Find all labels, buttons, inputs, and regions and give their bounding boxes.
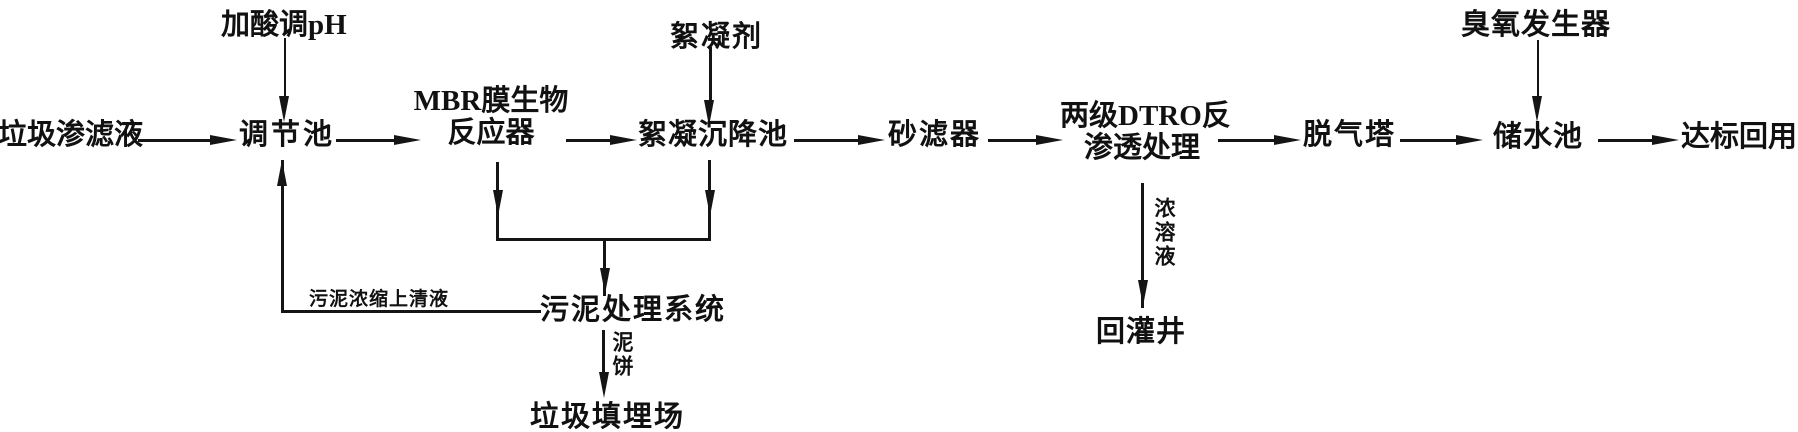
label-acid-ph: 加酸调pH — [221, 9, 347, 41]
label-supernatant: 污泥浓缩上清液 — [309, 289, 450, 310]
node-dtro-line2: 渗透处理 — [1083, 131, 1200, 164]
arrowhead-leachate-regulation-icon — [210, 135, 237, 145]
supernatant-return-vline — [281, 160, 284, 313]
node-sand-filter: 砂滤器 — [888, 119, 982, 151]
arrowhead-regulation-mbr-icon — [394, 135, 421, 145]
arrowhead-storage-reuse-icon — [1652, 135, 1679, 145]
mud-cake-arrowhead-icon — [599, 372, 609, 398]
arrowhead-dtro-degassing-icon — [1274, 135, 1301, 145]
sludge-collector-line — [496, 238, 711, 241]
ozone-feed-arrowhead-icon — [1532, 96, 1542, 122]
flocculant-feed-line — [709, 47, 712, 102]
arrowhead-mbr-flocculation-icon — [610, 135, 637, 145]
ozone-feed-line — [1537, 40, 1539, 97]
mud-cake-line — [602, 330, 605, 388]
node-mbr-reactor: MBR膜生物 反应器 — [413, 85, 569, 150]
node-degassing-tower: 脱气塔 — [1303, 119, 1397, 151]
acid-feed-line — [284, 38, 286, 98]
arrowhead-flocculation-sand-icon — [858, 135, 885, 145]
concentrate-line — [1141, 183, 1144, 308]
node-storage-tank: 储水池 — [1493, 121, 1584, 153]
mbr-sludge-arrowhead-icon — [493, 190, 503, 216]
node-mbr-reactor-line1: MBR膜生物 — [413, 85, 569, 117]
label-mud-cake: 泥饼 — [610, 331, 634, 379]
acid-feed-arrowhead-icon — [279, 96, 289, 122]
flow-line-dtro-degassing — [1218, 139, 1276, 142]
arrowhead-sand-dtro-icon — [1036, 135, 1063, 145]
label-concentrate: 浓溶液 — [1152, 197, 1176, 269]
node-dtro-line1: 两级DTRO反 — [1060, 100, 1231, 132]
node-leachate: 垃圾渗滤液 — [0, 119, 144, 151]
flocculation-sludge-arrowhead-icon — [705, 190, 715, 216]
node-mbr-reactor-line2: 反应器 — [447, 116, 535, 149]
flow-line-storage-reuse — [1598, 139, 1654, 142]
node-flocculation-tank: 絮凝沉降池 — [638, 119, 789, 151]
supernatant-return-hline — [281, 310, 541, 313]
label-flocculant: 絮凝剂 — [670, 21, 764, 53]
flow-line-degassing-storage — [1400, 139, 1458, 142]
flow-line-regulation-mbr — [336, 139, 396, 142]
flocculant-feed-arrowhead-icon — [704, 100, 714, 126]
sludge-system-inlet-arrowhead-icon — [600, 268, 610, 294]
node-regulation-tank: 调节池 — [239, 119, 336, 151]
node-reuse: 达标回用 — [1681, 121, 1798, 153]
flow-line-leachate-regulation — [138, 139, 212, 142]
flow-line-mbr-flocculation — [566, 139, 612, 142]
node-reinjection-well: 回灌井 — [1096, 316, 1187, 348]
node-dtro: 两级DTRO反 渗透处理 — [1060, 100, 1231, 165]
node-landfill: 垃圾填埋场 — [530, 401, 686, 432]
node-sludge-system: 污泥处理系统 — [540, 294, 727, 326]
arrowhead-degassing-storage-icon — [1456, 135, 1483, 145]
concentrate-arrowhead-icon — [1138, 280, 1148, 306]
flow-line-flocculation-sand — [794, 139, 860, 142]
supernatant-return-arrowhead-icon — [277, 160, 287, 186]
flow-line-sand-dtro — [988, 139, 1038, 142]
label-ozone-generator: 臭氧发生器 — [1461, 9, 1612, 41]
